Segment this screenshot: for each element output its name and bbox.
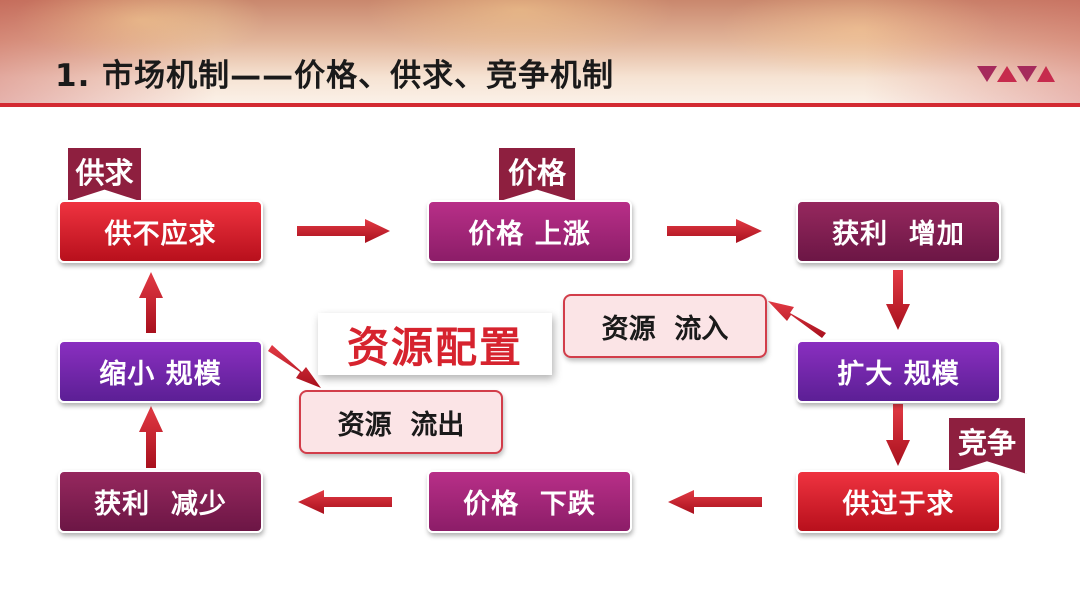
page-title: 1. 市场机制——价格、供求、竞争机制	[55, 58, 615, 94]
arrow-up-2	[139, 272, 163, 333]
box-price-up: 价格 上涨	[427, 200, 632, 263]
arrow-down-1	[886, 270, 910, 330]
header-banner	[0, 0, 1080, 103]
center-title: 资源配置	[318, 313, 552, 375]
arrow-right-1	[297, 219, 390, 243]
box-profit-up: 获利 增加	[796, 200, 1001, 263]
triangles-decoration-icon	[977, 66, 1055, 82]
box-profit-down: 获利 减少	[58, 470, 263, 533]
tag-competition: 竞争	[947, 416, 1027, 474]
arrow-down-2	[886, 404, 910, 466]
header-divider	[0, 103, 1080, 107]
tag-supply-demand: 供求	[66, 146, 143, 202]
box-expand-scale: 扩大 规模	[796, 340, 1001, 403]
box-supply-short: 供不应求	[58, 200, 263, 263]
arrow-left-2	[298, 490, 392, 514]
arrow-right-2	[667, 219, 762, 243]
box-supply-excess: 供过于求	[796, 470, 1001, 533]
arrow-resource-inflow	[768, 301, 826, 338]
box-price-down: 价格 下跌	[427, 470, 632, 533]
note-resource-inflow: 资源 流入	[563, 294, 767, 358]
box-shrink-scale: 缩小 规模	[58, 340, 263, 403]
note-resource-outflow: 资源 流出	[299, 390, 503, 454]
arrow-left-1	[668, 490, 762, 514]
arrow-resource-outflow	[268, 345, 321, 388]
arrow-up-1	[139, 406, 163, 468]
